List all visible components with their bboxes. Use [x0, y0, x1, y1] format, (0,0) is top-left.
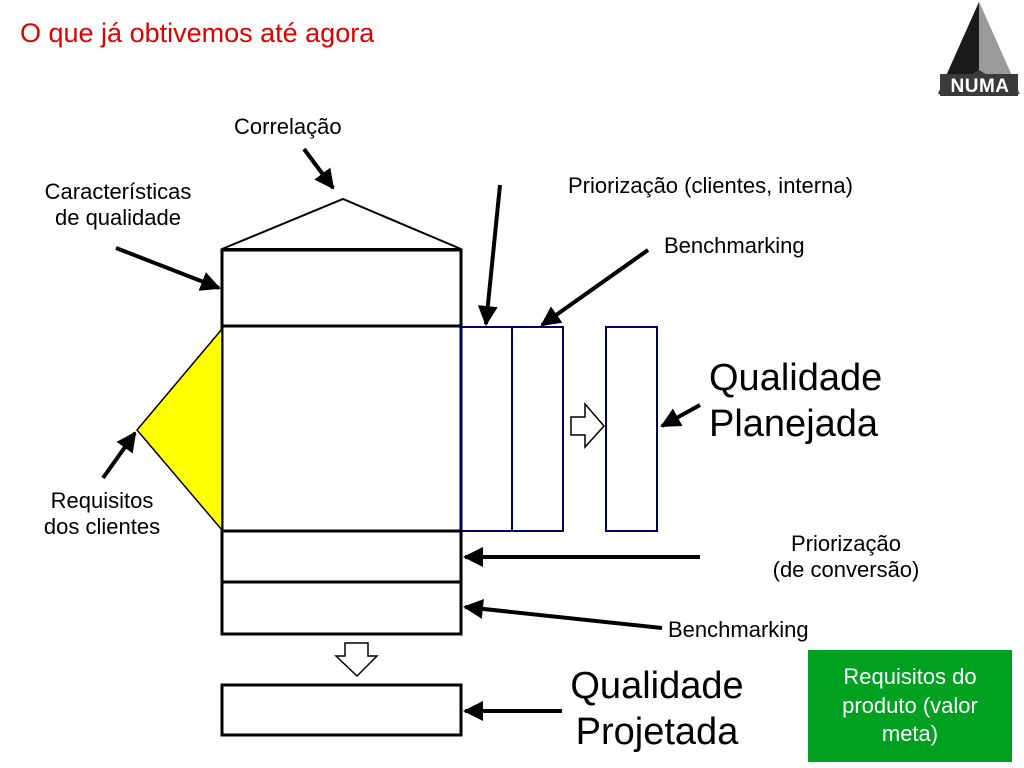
priority-column-1 [460, 326, 513, 532]
planned-quality-column [605, 326, 658, 532]
product-requirements-box: Requisitos do produto (valor meta) [808, 650, 1012, 762]
label-priorizacao-clientes: Priorização (clientes, interna) [568, 173, 853, 198]
arrow-caracteristicas [115, 246, 221, 291]
arrow-qualidade-planejada [660, 403, 701, 428]
label-qualidade-projetada: Qualidade Projetada [570, 665, 744, 753]
hollow-arrow-down-icon [334, 642, 379, 678]
label-qualidade-planejada: Qualidade Planejada [709, 357, 883, 445]
label-benchmarking-top: Benchmarking [664, 233, 805, 258]
label-correlacao: Correlação [234, 114, 342, 139]
designed-quality-box [220, 683, 463, 737]
relationship-matrix [220, 324, 463, 533]
hollow-arrow-right-icon [570, 401, 606, 449]
priority-column-2 [511, 326, 564, 532]
logo-text: NUMA [950, 76, 1010, 97]
arrow-requisitos-clientes [101, 431, 137, 480]
arrow-benchmarking-top [540, 248, 650, 327]
label-caracteristicas: Características de qualidade [44, 179, 192, 230]
quality-characteristics-box [220, 248, 463, 328]
correlation-roof [221, 197, 462, 250]
benchmarking-row [220, 580, 463, 636]
arrow-correlacao [302, 147, 335, 190]
page-title: O que já obtivemos até agora [20, 18, 375, 48]
label-priorizacao-conversao: Priorização (de conversão) [772, 531, 920, 582]
arrow-priorizacao-clientes [477, 184, 502, 326]
customer-requirements-triangle [136, 326, 223, 533]
label-requisitos-clientes: Requisitos dos clientes [43, 488, 161, 539]
label-benchmarking-bottom: Benchmarking [668, 617, 809, 642]
conversion-priority-row [220, 529, 463, 584]
numa-logo-icon [938, 2, 1020, 96]
arrow-benchmarking-bottom [463, 598, 663, 630]
